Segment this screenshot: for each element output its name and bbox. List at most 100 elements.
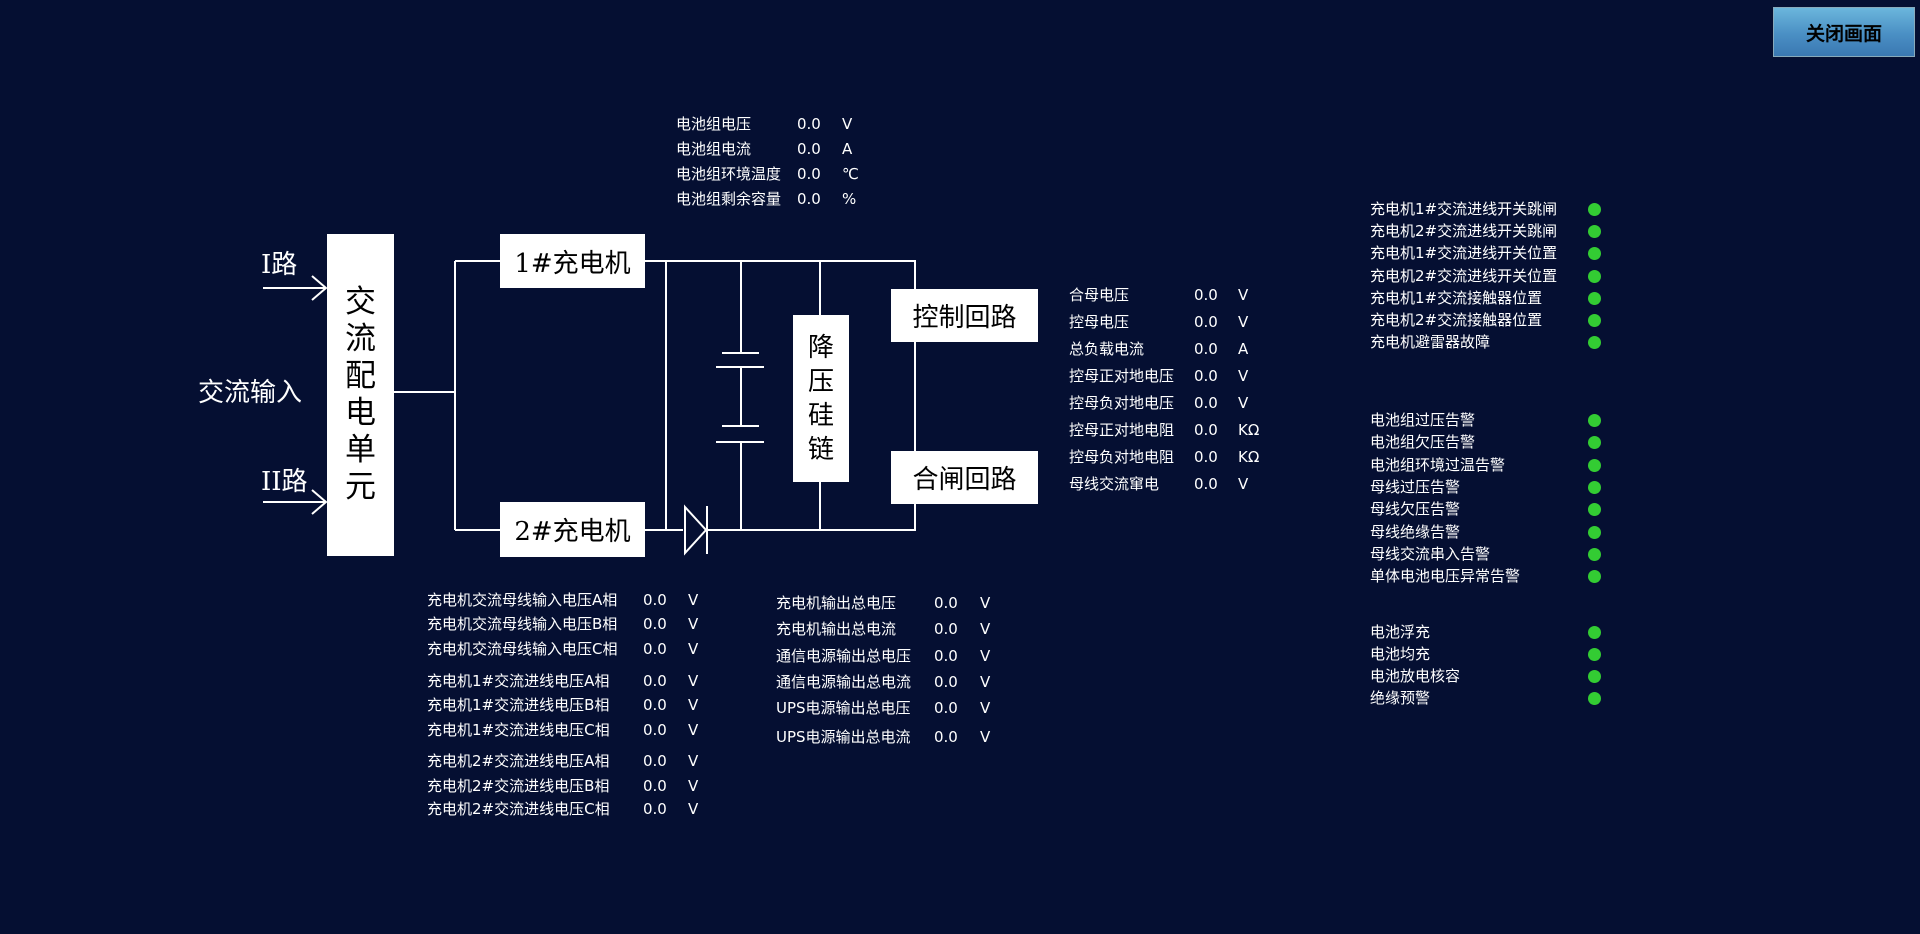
indicator-label: 母线交流串入告警 bbox=[1370, 544, 1491, 563]
status-indicator-icon bbox=[1588, 436, 1601, 450]
status-indicator-icon bbox=[1588, 458, 1601, 472]
charger_input-unit: V bbox=[688, 591, 699, 609]
bus-label: 控母电压 bbox=[1069, 313, 1130, 331]
control-circuit-box: 控制回路 bbox=[891, 289, 1038, 342]
ac-input-label: 交流输入 bbox=[198, 378, 303, 408]
status-indicator-icon bbox=[1588, 203, 1601, 216]
indicator-label: 电池均充 bbox=[1370, 645, 1431, 663]
output-unit: V bbox=[980, 728, 991, 746]
ac-unit-char: 单 bbox=[345, 432, 376, 468]
input-2-label: II路 bbox=[261, 467, 308, 497]
charger_input-value: 0.0 bbox=[643, 800, 667, 818]
bus-value: 0.0 bbox=[1194, 367, 1218, 385]
output-unit: V bbox=[980, 699, 991, 717]
charger_input-label: 充电机2#交流进线电压B相 bbox=[427, 777, 610, 795]
battery-label: 电池组剩余容量 bbox=[676, 190, 782, 208]
bus-label: 控母正对地电阻 bbox=[1069, 421, 1175, 439]
bus-label: 控母负对地电压 bbox=[1069, 394, 1175, 412]
bus-unit: V bbox=[1238, 286, 1249, 304]
output-unit: V bbox=[980, 647, 991, 665]
indicator-label: 母线欠压告警 bbox=[1370, 500, 1461, 519]
status-indicator-icon bbox=[1588, 692, 1601, 705]
charger_input-label: 充电机交流母线输入电压A相 bbox=[427, 591, 618, 609]
status-indicator-icon bbox=[1588, 547, 1601, 561]
charger_input-unit: V bbox=[688, 615, 699, 633]
dc-bus bbox=[645, 260, 916, 531]
charger_input-value: 0.0 bbox=[643, 777, 667, 795]
indicator-label: 电池组过压告警 bbox=[1370, 411, 1476, 429]
ac-distribution-unit: 交 流 配 电 单 元 bbox=[327, 234, 394, 556]
ac-unit-char: 交 bbox=[345, 284, 376, 320]
charger_input-value: 0.0 bbox=[643, 591, 667, 609]
charger_input-unit: V bbox=[688, 640, 699, 658]
indicator-label: 充电机避雷器故障 bbox=[1370, 333, 1491, 352]
bus-value: 0.0 bbox=[1194, 421, 1218, 439]
bus-unit: KΩ bbox=[1238, 448, 1260, 466]
charger_input-label: 充电机2#交流进线电压A相 bbox=[427, 752, 610, 770]
ac-unit-char: 元 bbox=[345, 469, 376, 505]
charger_input-unit: V bbox=[688, 672, 699, 690]
indicator-label: 充电机2#交流进线开关位置 bbox=[1370, 266, 1558, 285]
battery-label: 电池组电压 bbox=[676, 115, 752, 133]
battery-label: 电池组电流 bbox=[676, 140, 752, 158]
charger_input-unit: V bbox=[688, 777, 699, 795]
status-indicator-icon bbox=[1588, 247, 1601, 261]
charger_input-label: 充电机交流母线输入电压C相 bbox=[427, 640, 618, 658]
status-indicator-icon bbox=[1588, 269, 1601, 283]
indicator-label: 电池放电核容 bbox=[1370, 667, 1461, 685]
charger_input-label: 充电机1#交流进线电压B相 bbox=[427, 696, 610, 714]
battery-label: 电池组环境温度 bbox=[676, 165, 782, 183]
charger-2-box: 2#充电机 bbox=[500, 502, 645, 557]
bus-label: 合母电压 bbox=[1069, 286, 1130, 304]
output-label: 通信电源输出总电压 bbox=[776, 647, 912, 665]
output-value: 0.0 bbox=[934, 728, 958, 746]
bus-unit: V bbox=[1238, 475, 1249, 493]
bus-unit: V bbox=[1238, 313, 1249, 331]
charger_input-label: 充电机1#交流进线电压C相 bbox=[427, 721, 610, 739]
status-indicator-icon bbox=[1588, 626, 1601, 639]
bus-label: 母线交流窜电 bbox=[1069, 475, 1160, 493]
output-label: 充电机输出总电压 bbox=[776, 594, 897, 612]
charger_input-unit: V bbox=[688, 752, 699, 770]
battery-value: 0.0 bbox=[797, 190, 821, 208]
indicator-label: 充电机2#交流接触器位置 bbox=[1370, 311, 1543, 329]
output-unit: V bbox=[980, 620, 991, 638]
battery-unit: % bbox=[842, 190, 857, 208]
bus-value: 0.0 bbox=[1194, 475, 1218, 493]
charger_input-value: 0.0 bbox=[643, 640, 667, 658]
status-indicator-icon bbox=[1588, 648, 1601, 661]
charger_input-value: 0.0 bbox=[643, 752, 667, 770]
bus-value: 0.0 bbox=[1194, 394, 1218, 412]
bus-value: 0.0 bbox=[1194, 340, 1218, 358]
diode-chain-char: 压 bbox=[807, 366, 834, 397]
closing-circuit-box: 合闸回路 bbox=[891, 451, 1038, 504]
indicator-label: 充电机1#交流接触器位置 bbox=[1370, 288, 1543, 307]
status-indicator-icon bbox=[1588, 503, 1601, 517]
battery-unit: A bbox=[842, 140, 853, 158]
diode-chain-char: 硅 bbox=[807, 400, 834, 431]
output-value: 0.0 bbox=[934, 699, 958, 717]
charger_input-value: 0.0 bbox=[643, 672, 667, 690]
status-indicator-icon bbox=[1588, 570, 1601, 584]
bus-unit: V bbox=[1238, 394, 1249, 412]
indicator-label: 充电机1#交流进线开关跳闸 bbox=[1370, 200, 1558, 218]
charger_input-unit: V bbox=[688, 721, 699, 739]
output-value: 0.0 bbox=[934, 594, 958, 612]
indicator-label: 电池组欠压告警 bbox=[1370, 433, 1476, 452]
status-indicator-icon bbox=[1588, 525, 1601, 539]
bus-value: 0.0 bbox=[1194, 286, 1218, 304]
arrow-input-2 bbox=[263, 489, 328, 515]
bus-label: 控母负对地电阻 bbox=[1069, 448, 1175, 466]
output-value: 0.0 bbox=[934, 647, 958, 665]
diode-chain-char: 降 bbox=[807, 332, 834, 363]
bus-label: 总负载电流 bbox=[1069, 340, 1145, 358]
indicator-label: 充电机1#交流进线开关位置 bbox=[1370, 244, 1558, 263]
output-label: 通信电源输出总电流 bbox=[776, 673, 912, 691]
status-indicator-icon bbox=[1588, 225, 1601, 239]
charger_input-value: 0.0 bbox=[643, 721, 667, 739]
status-indicator-icon bbox=[1588, 414, 1601, 427]
indicator-label: 电池组环境过温告警 bbox=[1370, 455, 1506, 474]
charger_input-label: 充电机1#交流进线电压A相 bbox=[427, 672, 610, 690]
close-screen-button[interactable]: 关闭画面 bbox=[1773, 7, 1915, 57]
